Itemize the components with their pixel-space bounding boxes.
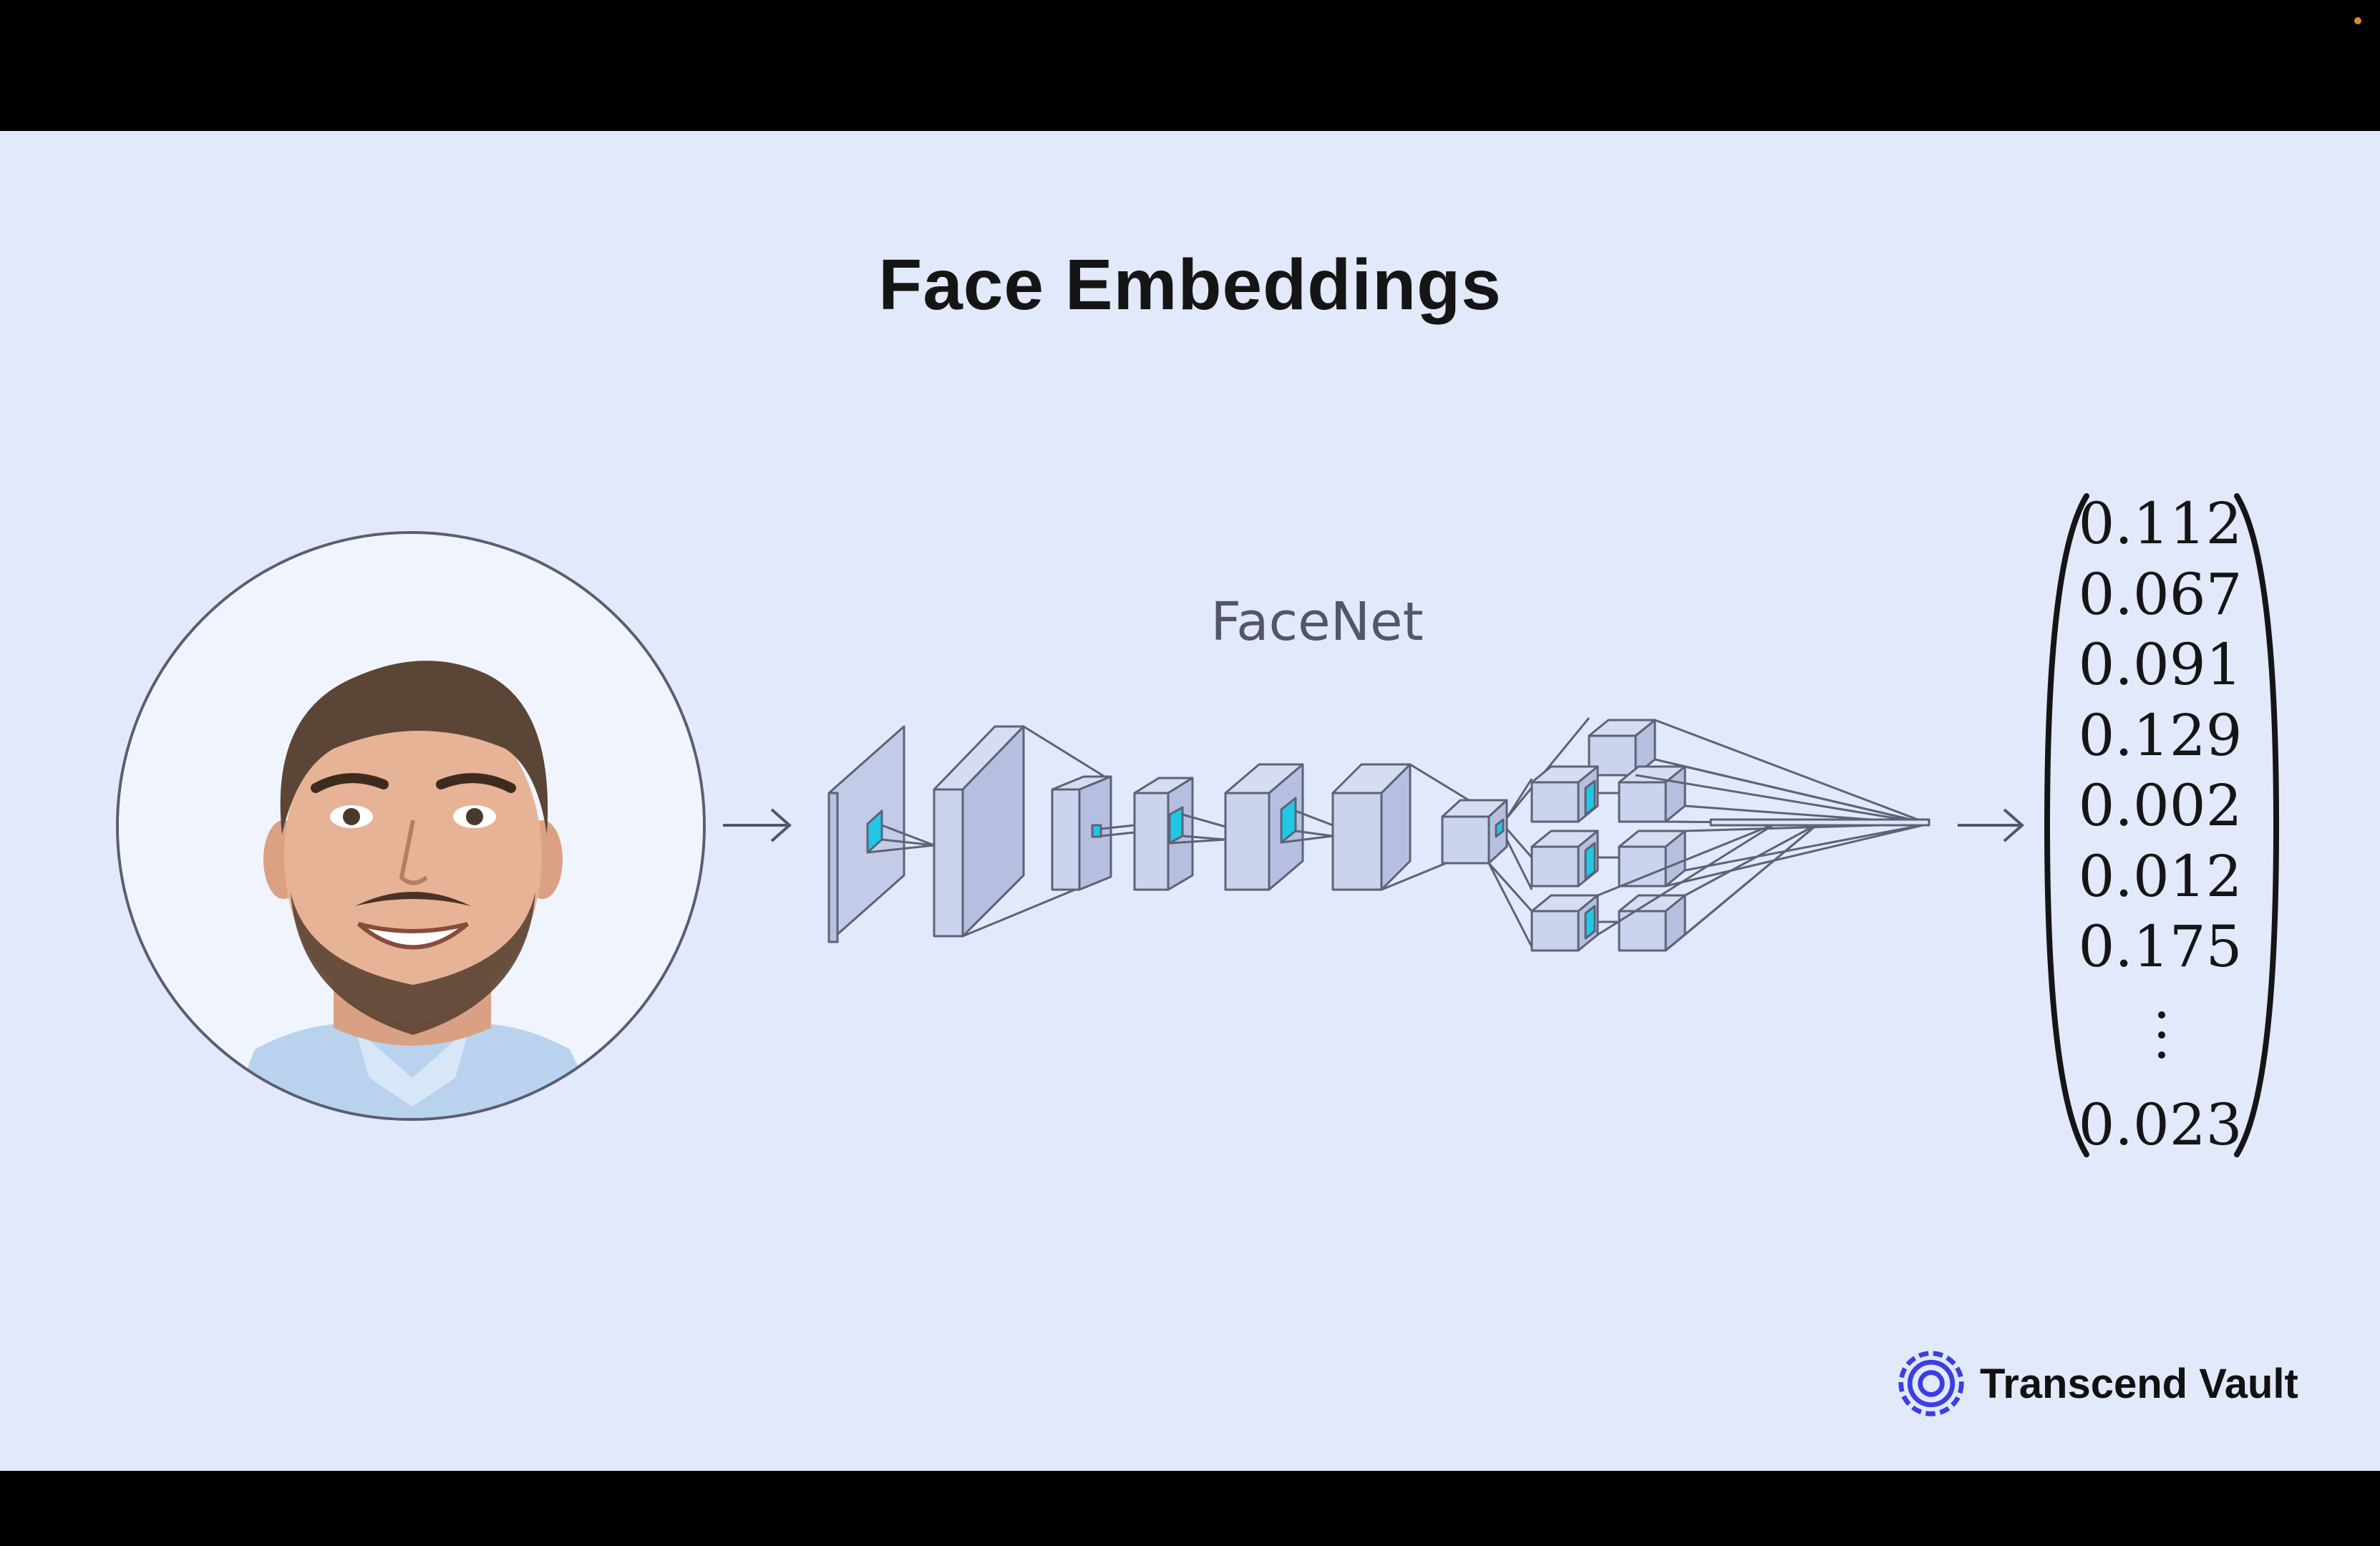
recording-indicator-dot bbox=[2354, 17, 2361, 24]
input-arrow bbox=[723, 808, 792, 842]
embedding-value: 0.002 bbox=[2078, 772, 2243, 839]
embedding-vector-brackets bbox=[2044, 493, 2280, 1157]
embedding-value: 0.012 bbox=[2078, 842, 2243, 910]
embedding-value-last: 0.023 bbox=[2078, 1092, 2243, 1158]
ellipsis-dot bbox=[2158, 1011, 2165, 1018]
embedding-value: 0.067 bbox=[2078, 560, 2243, 628]
conv-layer-5 bbox=[1224, 763, 1334, 891]
network-label: FaceNet bbox=[1210, 591, 1424, 653]
embedding-projection-lines bbox=[1597, 719, 1930, 952]
ellipsis-dot bbox=[2158, 1051, 2165, 1059]
brand-name: Transcend Vault bbox=[1980, 1360, 2298, 1407]
vertical-ellipsis bbox=[2151, 1011, 2172, 1083]
ellipsis-dot bbox=[2158, 1031, 2165, 1039]
embedding-value: 0.112 bbox=[2078, 490, 2243, 557]
inception-module bbox=[1487, 717, 1686, 952]
conv-layer-2 bbox=[933, 725, 1110, 938]
conv-layer-1 bbox=[827, 725, 935, 943]
face-photo bbox=[116, 531, 706, 1121]
slide-title: Face Embeddings bbox=[878, 245, 1502, 325]
conv-layer-3 bbox=[1051, 775, 1135, 891]
bottom-letterbox-bar bbox=[0, 1471, 2380, 1546]
top-letterbox-bar bbox=[0, 0, 2380, 131]
slide: Face Embeddings FaceNet bbox=[0, 131, 2380, 1471]
embedding-value: 0.129 bbox=[2078, 701, 2243, 769]
output-arrow bbox=[1958, 808, 2025, 842]
facenet-network-diagram bbox=[723, 493, 2280, 1157]
embedding-value: 0.091 bbox=[2078, 631, 2243, 698]
conv-layer-4 bbox=[1133, 777, 1226, 891]
embedding-value: 0.175 bbox=[2078, 913, 2243, 980]
face-illustration bbox=[119, 534, 703, 1118]
conv-layer-7 bbox=[1441, 799, 1508, 865]
conv-layer-6 bbox=[1331, 763, 1470, 891]
brand-logo-icon bbox=[1898, 1351, 1964, 1416]
brand-lockup: Transcend Vault bbox=[1897, 1348, 2298, 1419]
embedding-vector: 0.112 0.067 0.091 0.129 0.002 0.012 0.17… bbox=[2074, 489, 2246, 983]
